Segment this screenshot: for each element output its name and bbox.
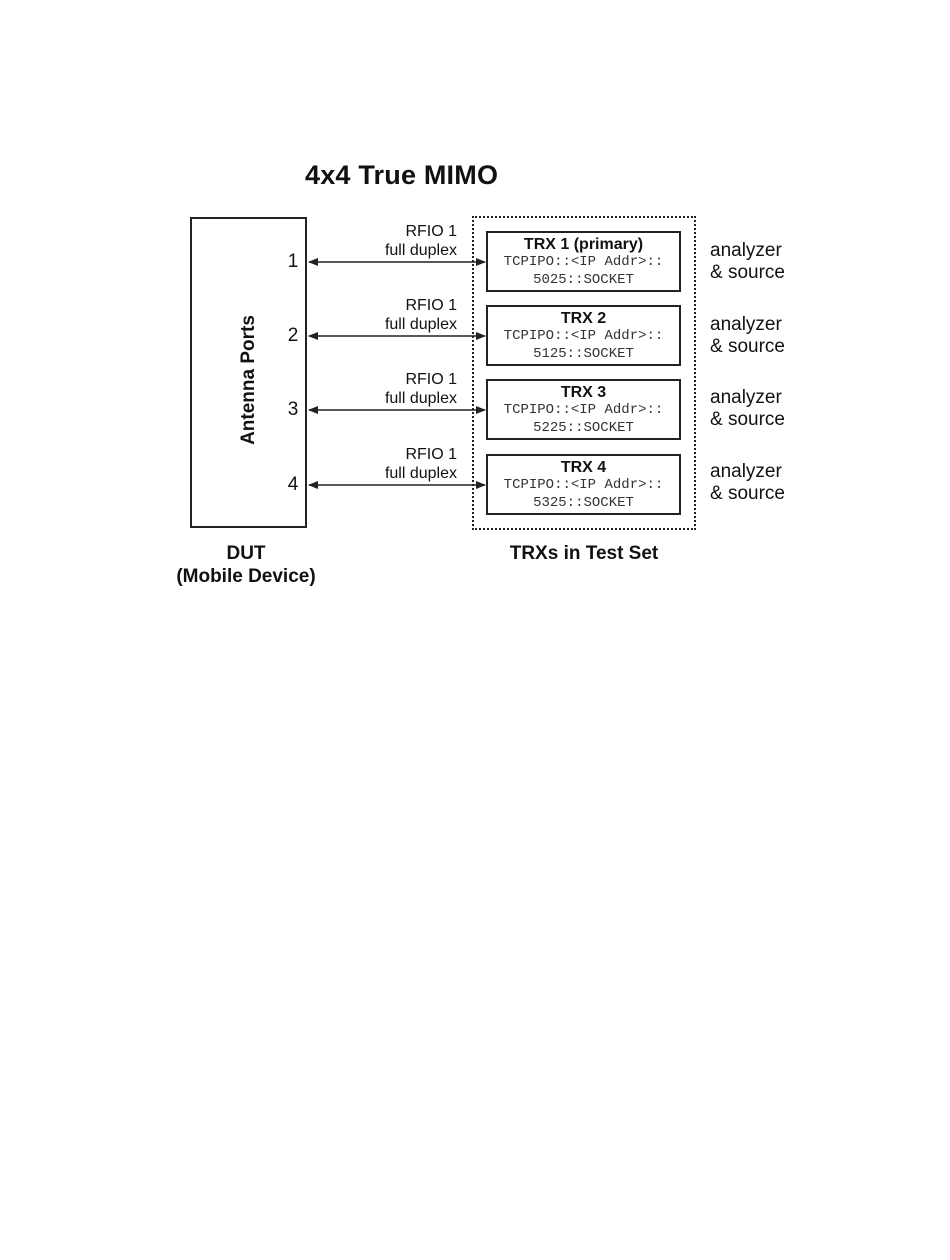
port-number-2: 2 <box>287 325 299 346</box>
trx-address-line1: TCPIPO::<IP Addr>:: <box>503 328 664 344</box>
trx-address-line1: TCPIPO::<IP Addr>:: <box>503 402 664 418</box>
port-number-4: 4 <box>287 474 299 495</box>
trx-2-role: analyzer & source <box>710 314 785 358</box>
port-4-link-label: RFIO 1 full duplex <box>337 445 457 483</box>
trx-3-role: analyzer & source <box>710 387 785 431</box>
test-set-caption: TRXs in Test Set <box>509 543 659 564</box>
trx-box-4: TRX 4 TCPIPO::<IP Addr>:: 5325::SOCKET <box>486 454 681 515</box>
role-line1: analyzer <box>710 240 782 261</box>
dut-caption-line2: (Mobile Device) <box>176 566 316 587</box>
role-line1: analyzer <box>710 387 782 408</box>
rfio-label: RFIO 1 <box>405 371 457 388</box>
trx-1-role: analyzer & source <box>710 240 785 284</box>
role-line2: & source <box>710 262 785 283</box>
role-line2: & source <box>710 409 785 430</box>
role-line1: analyzer <box>710 461 782 482</box>
diagram-title: 4x4 True MIMO <box>305 160 499 190</box>
port-number-3: 3 <box>287 399 299 420</box>
trx-address-line2: 5025::SOCKET <box>533 272 634 288</box>
duplex-label: full duplex <box>384 390 457 407</box>
trx-title: TRX 4 <box>560 459 607 476</box>
role-line1: analyzer <box>710 314 782 335</box>
duplex-label: full duplex <box>384 465 457 482</box>
role-line2: & source <box>710 336 785 357</box>
trx-box-1: TRX 1 (primary) TCPIPO::<IP Addr>:: 5025… <box>486 231 681 292</box>
trx-address-line2: 5225::SOCKET <box>533 420 634 436</box>
trx-title: TRX 2 <box>560 310 607 327</box>
rfio-label: RFIO 1 <box>405 297 457 314</box>
trx-title: TRX 3 <box>560 384 607 401</box>
dut-box <box>190 217 307 528</box>
dut-caption: DUT (Mobile Device) <box>160 542 332 588</box>
duplex-label: full duplex <box>384 242 457 259</box>
trx-address-line1: TCPIPO::<IP Addr>:: <box>503 254 664 270</box>
dut-caption-line1: DUT <box>226 543 266 564</box>
duplex-label: full duplex <box>384 316 457 333</box>
trx-address-line2: 5125::SOCKET <box>533 346 634 362</box>
rfio-label: RFIO 1 <box>405 223 457 240</box>
role-line2: & source <box>710 483 785 504</box>
port-1-link-label: RFIO 1 full duplex <box>337 222 457 260</box>
trx-box-3: TRX 3 TCPIPO::<IP Addr>:: 5225::SOCKET <box>486 379 681 440</box>
trx-address-line2: 5325::SOCKET <box>533 495 634 511</box>
trx-box-2: TRX 2 TCPIPO::<IP Addr>:: 5125::SOCKET <box>486 305 681 366</box>
trx-address-line1: TCPIPO::<IP Addr>:: <box>503 477 664 493</box>
trx-title: TRX 1 (primary) <box>523 236 644 253</box>
test-set-box <box>472 216 696 530</box>
port-number-1: 1 <box>287 251 299 272</box>
port-3-link-label: RFIO 1 full duplex <box>337 370 457 408</box>
trx-4-role: analyzer & source <box>710 461 785 505</box>
rfio-label: RFIO 1 <box>405 446 457 463</box>
port-2-link-label: RFIO 1 full duplex <box>337 296 457 334</box>
